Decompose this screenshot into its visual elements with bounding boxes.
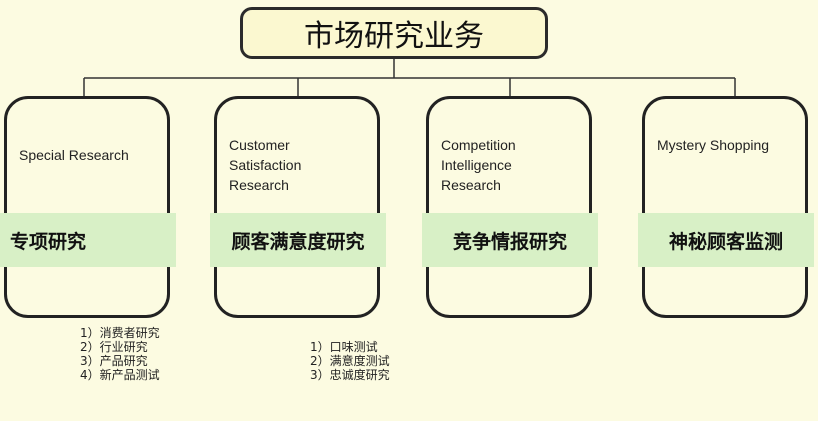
list-item: 4）新产品测试 [80, 368, 160, 382]
root-label: 市场研究业务 [304, 19, 484, 54]
band-competition-intelligence: 竞争情报研究 [422, 213, 598, 267]
card-chinese-label: 顾客满意度研究 [231, 230, 365, 253]
card-english-label: Mystery Shopping [657, 137, 770, 153]
list-item: 2）满意度测试 [310, 354, 390, 368]
card-english-label: Customer Satisfaction Research [229, 137, 302, 193]
band-special-research: 专项研究 [0, 213, 176, 267]
special-research-list: 1）消费者研究 2）行业研究 3）产品研究 4）新产品测试 [80, 326, 160, 382]
band-mystery-shopping: 神秘顾客监测 [638, 213, 814, 267]
card-chinese-label: 神秘顾客监测 [668, 230, 783, 253]
card-english-label: Competition Intelligence Research [441, 137, 516, 193]
card-chinese-label: 专项研究 [10, 230, 87, 253]
root-node: 市场研究业务 [240, 7, 548, 59]
card-customer-satisfaction: Customer Satisfaction Research [214, 96, 380, 318]
card-special-research: Special Research [4, 96, 170, 318]
card-mystery-shopping: Mystery Shopping [642, 96, 808, 318]
list-item: 1）消费者研究 [80, 326, 160, 340]
list-item: 3）忠诚度研究 [310, 368, 390, 382]
card-chinese-label: 竞争情报研究 [452, 230, 567, 253]
list-item: 2）行业研究 [80, 340, 148, 354]
list-item: 1）口味测试 [310, 340, 378, 354]
card-competition-intelligence: Competition Intelligence Research [426, 96, 592, 318]
satisfaction-research-list: 1）口味测试 2）满意度测试 3）忠诚度研究 [310, 340, 390, 382]
band-customer-satisfaction: 顾客满意度研究 [210, 213, 386, 267]
card-english-label: Special Research [19, 147, 129, 163]
list-item: 3）产品研究 [80, 354, 148, 368]
